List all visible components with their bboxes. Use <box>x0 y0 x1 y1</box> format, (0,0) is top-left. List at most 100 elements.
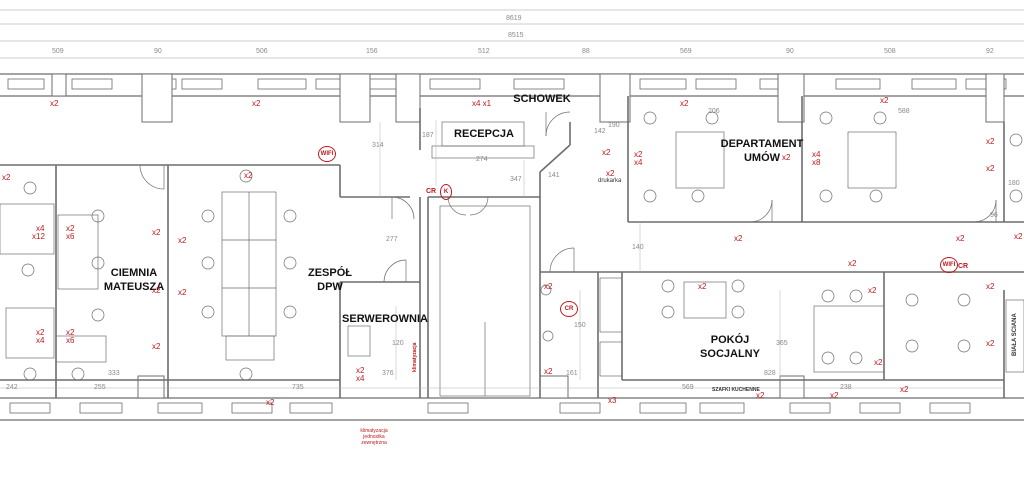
outlet-marker: x2 <box>356 366 365 375</box>
dimension-guides <box>0 120 1004 389</box>
room-recepcja: RECEPCJA <box>454 128 514 140</box>
outlet-marker: x2 <box>36 328 45 337</box>
outlet-marker: x2 <box>830 391 839 400</box>
dim-top-8: 90 <box>786 48 794 55</box>
outlet-marker: x2 <box>900 385 909 394</box>
outlet-marker: x2 <box>544 282 553 291</box>
outlet-marker: x2 <box>756 391 765 400</box>
outlet-marker: x2 <box>680 99 689 108</box>
outlet-marker: x6 <box>66 232 75 241</box>
outlet-marker: x2 <box>1014 232 1023 241</box>
outlet-marker: x2 <box>602 148 611 157</box>
wifi-tag-2: WIFI <box>940 257 958 273</box>
outlet-marker: x2 <box>178 288 187 297</box>
dim-top-1: 509 <box>52 48 64 55</box>
outlet-marker: x2 <box>986 339 995 348</box>
outlet-marker: x2 <box>880 96 889 105</box>
dim-bottom-7: 569 <box>682 384 694 391</box>
dim-bottom-4: 735 <box>292 384 304 391</box>
dim-top-10: 92 <box>986 48 994 55</box>
outlet-marker: x2 <box>734 234 743 243</box>
window-frames-bottom <box>9 402 971 414</box>
outlet-marker: x2 <box>50 99 59 108</box>
dim-misc-8: 140 <box>632 244 644 251</box>
furniture <box>0 121 1024 397</box>
outlet-marker: x2 <box>266 398 275 407</box>
label-drukarka: drukarka <box>598 178 622 184</box>
outlet-marker: x2 <box>244 171 253 180</box>
dim-top-5: 512 <box>478 48 490 55</box>
door-swings <box>139 111 997 283</box>
dim-misc-10: 206 <box>708 108 720 115</box>
outlet-marker: x2 <box>986 282 995 291</box>
dim-bottom-9: 238 <box>840 384 852 391</box>
outlet-marker: x4 x1 <box>472 99 492 108</box>
dim-misc-2: 274 <box>476 156 488 163</box>
dim-top-7: 569 <box>680 48 692 55</box>
outlet-marker: x2 <box>606 169 615 178</box>
outlet-marker: x6 <box>66 336 75 345</box>
dim-bottom-3: 333 <box>108 370 120 377</box>
cr-tag-1: CR <box>426 188 437 195</box>
room-schowek: SCHOWEK <box>513 93 571 105</box>
outlet-marker: x2 <box>698 282 707 291</box>
dim-bottom-1: 242 <box>6 384 18 391</box>
dim-overall-2: 8515 <box>508 32 524 39</box>
dim-top-3: 506 <box>256 48 268 55</box>
dim-bottom-2: 255 <box>94 384 106 391</box>
outlet-marker: x2 <box>782 153 791 162</box>
room-serwerownia: SERWEROWNIA <box>342 313 428 325</box>
cr-tag-3: CR <box>958 263 969 270</box>
label-klimatyzacja-vertical: klimatyzacja <box>412 342 418 372</box>
outlet-marker: x2 <box>868 286 877 295</box>
outlet-marker: x4 <box>36 336 45 345</box>
outlet-marker: x2 <box>874 358 883 367</box>
label-szafki-kuchenne: SZAFKI KUCHENNE <box>712 387 760 393</box>
outlet-marker: x2 <box>2 173 11 182</box>
dim-misc-12: 150 <box>574 322 586 329</box>
outlet-marker: x3 <box>608 396 617 405</box>
outlet-marker: x2 <box>152 342 161 351</box>
cr-tag-2: CR <box>560 301 578 317</box>
dim-top-4: 156 <box>366 48 378 55</box>
outlet-marker: x2 <box>986 164 995 173</box>
dim-bottom-6: 161 <box>566 370 578 377</box>
outlet-marker: x4 <box>356 374 365 383</box>
dim-misc-6: 347 <box>510 176 522 183</box>
dim-top-9: 508 <box>884 48 896 55</box>
dim-misc-7: 190 <box>608 122 620 129</box>
outlet-marker: x2 <box>252 99 261 108</box>
wifi-tag-1: WIFI <box>318 146 336 162</box>
outlet-marker: x2 <box>66 328 75 337</box>
dim-misc-16: 180 <box>1008 180 1020 187</box>
outlet-marker: x2 <box>178 236 187 245</box>
outlet-marker: x2 <box>544 367 553 376</box>
outlet-marker: x2 <box>152 228 161 237</box>
outlet-marker: x2 <box>848 259 857 268</box>
dim-misc-13: 96 <box>990 212 998 219</box>
dimension-lines <box>0 9 1024 59</box>
pillars <box>51 73 1005 399</box>
outlet-marker: x12 <box>32 232 45 241</box>
dim-misc-1: 314 <box>372 142 384 149</box>
outlet-marker: x2 <box>956 234 965 243</box>
label-biala-sciana: BIAŁA ŚCIANA <box>1012 313 1018 356</box>
dim-misc-5: 142 <box>594 128 606 135</box>
dim-misc-15: 120 <box>392 340 404 347</box>
dim-top-6: 88 <box>582 48 590 55</box>
outlet-marker: x4 <box>812 150 821 159</box>
outlet-marker: x4 <box>634 158 643 167</box>
outlet-marker: x4 <box>36 224 45 233</box>
dim-overall-1: 8619 <box>506 15 522 22</box>
outer-walls <box>0 73 1024 421</box>
outlet-marker: x2 <box>152 286 161 295</box>
window-frames-top <box>7 78 1007 90</box>
outlet-marker: x2 <box>66 224 75 233</box>
dim-misc-11: 588 <box>898 108 910 115</box>
